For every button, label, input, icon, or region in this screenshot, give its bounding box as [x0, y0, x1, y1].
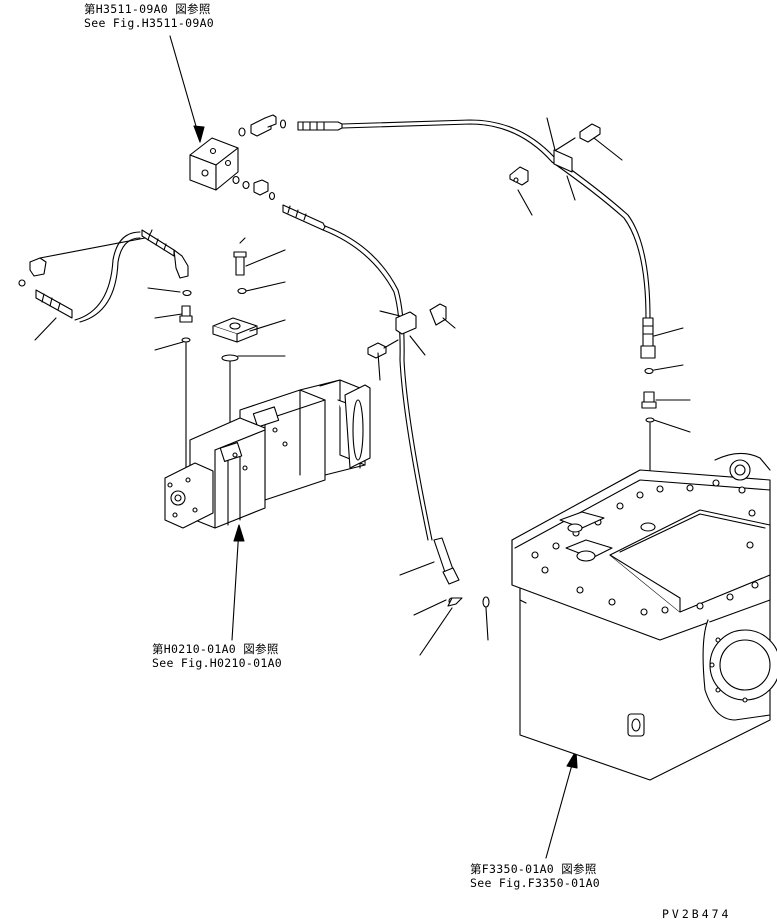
small-parts-middle — [180, 252, 257, 470]
junction-block — [190, 138, 238, 190]
tube-clamp-upper — [510, 124, 600, 185]
lower-tube-end-fitting — [434, 538, 489, 607]
reference-top-jp: 第H3511-09A0 図参照 — [84, 2, 211, 16]
reference-top-en: See Fig.H3511-09A0 — [84, 16, 215, 30]
drawing-code: PV2B474 — [662, 907, 732, 921]
reference-arrow-transmission — [546, 751, 577, 858]
transmission-case — [512, 453, 777, 780]
reference-pump-jp: 第H0210-01A0 図参照 — [152, 642, 279, 656]
reference-arrow-pump — [232, 525, 244, 640]
reference-transmission-jp: 第F3350-01A0 図参照 — [470, 862, 597, 876]
left-hose — [19, 230, 188, 322]
tube-clamp-middle — [368, 304, 446, 358]
reference-transmission: 第F3350-01A0 図参照 See Fig.F3350-01A0 — [470, 862, 600, 890]
upper-tube — [298, 120, 650, 318]
reference-pump-en: See Fig.H0210-01A0 — [152, 656, 283, 670]
leader-lines — [35, 118, 690, 655]
reference-top: 第H3511-09A0 図参照 See Fig.H3511-09A0 — [84, 2, 214, 30]
block-fittings-upper — [239, 115, 286, 136]
gear-pump — [165, 380, 370, 528]
block-fittings-lower — [233, 177, 275, 200]
reference-arrow-top — [170, 36, 204, 142]
reference-pump: 第H0210-01A0 図参照 See Fig.H0210-01A0 — [152, 642, 282, 670]
reference-transmission-en: See Fig.F3350-01A0 — [470, 876, 601, 890]
lower-tube — [283, 205, 432, 540]
